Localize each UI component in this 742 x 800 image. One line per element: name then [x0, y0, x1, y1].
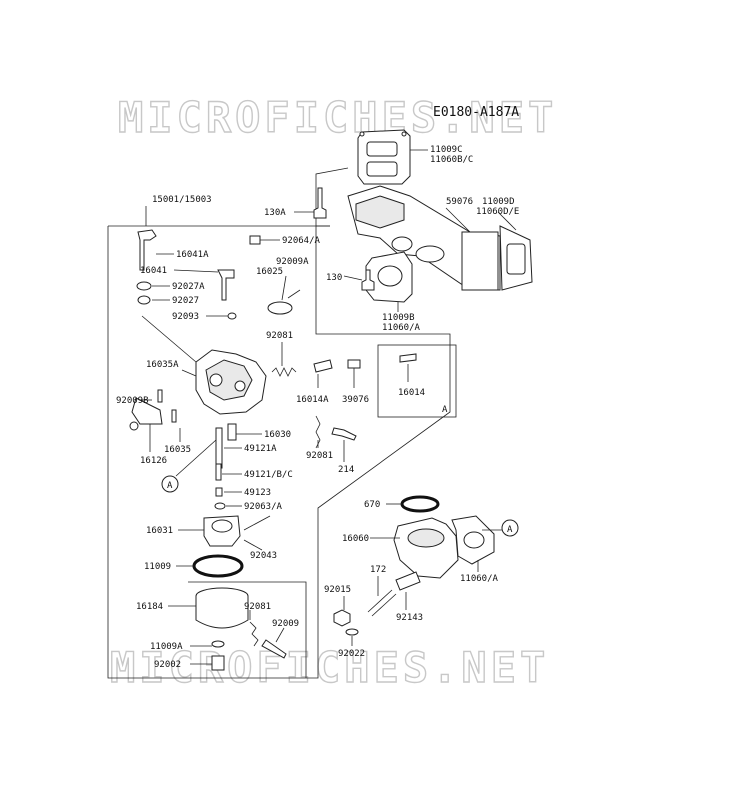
label-92015: 92015: [324, 585, 351, 595]
callout-a-right-letter: A: [507, 525, 513, 535]
label-92043: 92043: [250, 551, 277, 561]
label-49121a: 49121A: [244, 444, 277, 454]
label-16126: 16126: [140, 456, 167, 466]
label-11060de: 11060D/E: [476, 207, 519, 217]
watermark-top: MICROFICHES.NET: [118, 93, 557, 142]
callout-a-left: A: [161, 475, 179, 493]
label-16041a: 16041A: [176, 250, 209, 260]
label-11009a: 11009A: [150, 642, 183, 652]
label-11009b: 11009B: [382, 313, 415, 323]
part-labels: 11009C 11060B/C 59076 11009D 11060D/E 15…: [116, 145, 519, 670]
label-16014a: 16014A: [296, 395, 329, 405]
watermark-bottom: MICROFICHES.NET: [110, 643, 549, 692]
label-11009c: 11009C: [430, 145, 463, 155]
label-92009b: 92009B: [116, 396, 149, 406]
label-16035: 16035: [164, 445, 191, 455]
label-92027: 92027: [172, 296, 199, 306]
label-39076: 39076: [342, 395, 369, 405]
label-92009a: 92009A: [276, 257, 309, 267]
carburetor: [129, 229, 417, 671]
carb-adapter: [333, 495, 495, 636]
label-92093: 92093: [172, 312, 199, 322]
label-16025: 16025: [256, 267, 283, 277]
label-16030: 16030: [264, 430, 291, 440]
inset-box-16184: [188, 581, 307, 678]
label-92027a: 92027A: [172, 282, 205, 292]
label-92002: 92002: [154, 660, 181, 670]
label-11009d: 11009D: [482, 197, 515, 207]
diagram-code: E0180-A187A: [433, 105, 519, 120]
label-49123: 49123: [244, 488, 271, 498]
label-670: 670: [364, 500, 380, 510]
label-92022: 92022: [338, 649, 365, 659]
label-11060a-bottom: 11060/A: [460, 574, 499, 584]
label-11060bc: 11060B/C: [430, 155, 473, 165]
label-16060: 16060: [342, 534, 369, 544]
label-11060a-top: 11060/A: [382, 323, 421, 333]
inset-box-16014: [377, 344, 457, 418]
label-172: 172: [370, 565, 386, 575]
label-130a: 130A: [264, 208, 286, 218]
label-11009: 11009: [144, 562, 171, 572]
assembly-boundary: [107, 167, 451, 679]
label-15001: 15001/15003: [152, 195, 212, 205]
label-92063a: 92063/A: [244, 502, 283, 512]
adapter-leaders: [343, 503, 502, 646]
carburetor-leaders: [140, 206, 409, 665]
label-92143: 92143: [396, 613, 423, 623]
label-92064a: 92064/A: [282, 236, 321, 246]
label-214: 214: [338, 465, 354, 475]
label-16014: 16014: [398, 388, 425, 398]
label-92009: 92009: [272, 619, 299, 629]
callout-a-left-letter: A: [167, 481, 173, 491]
label-16184: 16184: [136, 602, 163, 612]
label-92081-b: 92081: [306, 451, 333, 461]
label-16041: 16041: [140, 266, 167, 276]
intake-manifold: [313, 129, 533, 303]
label-92081-c: 92081: [244, 602, 271, 612]
inset-a-letter: A: [442, 405, 448, 415]
label-16031: 16031: [146, 526, 173, 536]
label-49121bc: 49121/B/C: [244, 470, 293, 480]
label-130: 130: [326, 273, 342, 283]
manifold-leaders: [294, 149, 517, 312]
label-16035a: 16035A: [146, 360, 179, 370]
label-59076: 59076: [446, 197, 473, 207]
callout-a-right: A: [501, 519, 519, 537]
label-92081-a: 92081: [266, 331, 293, 341]
